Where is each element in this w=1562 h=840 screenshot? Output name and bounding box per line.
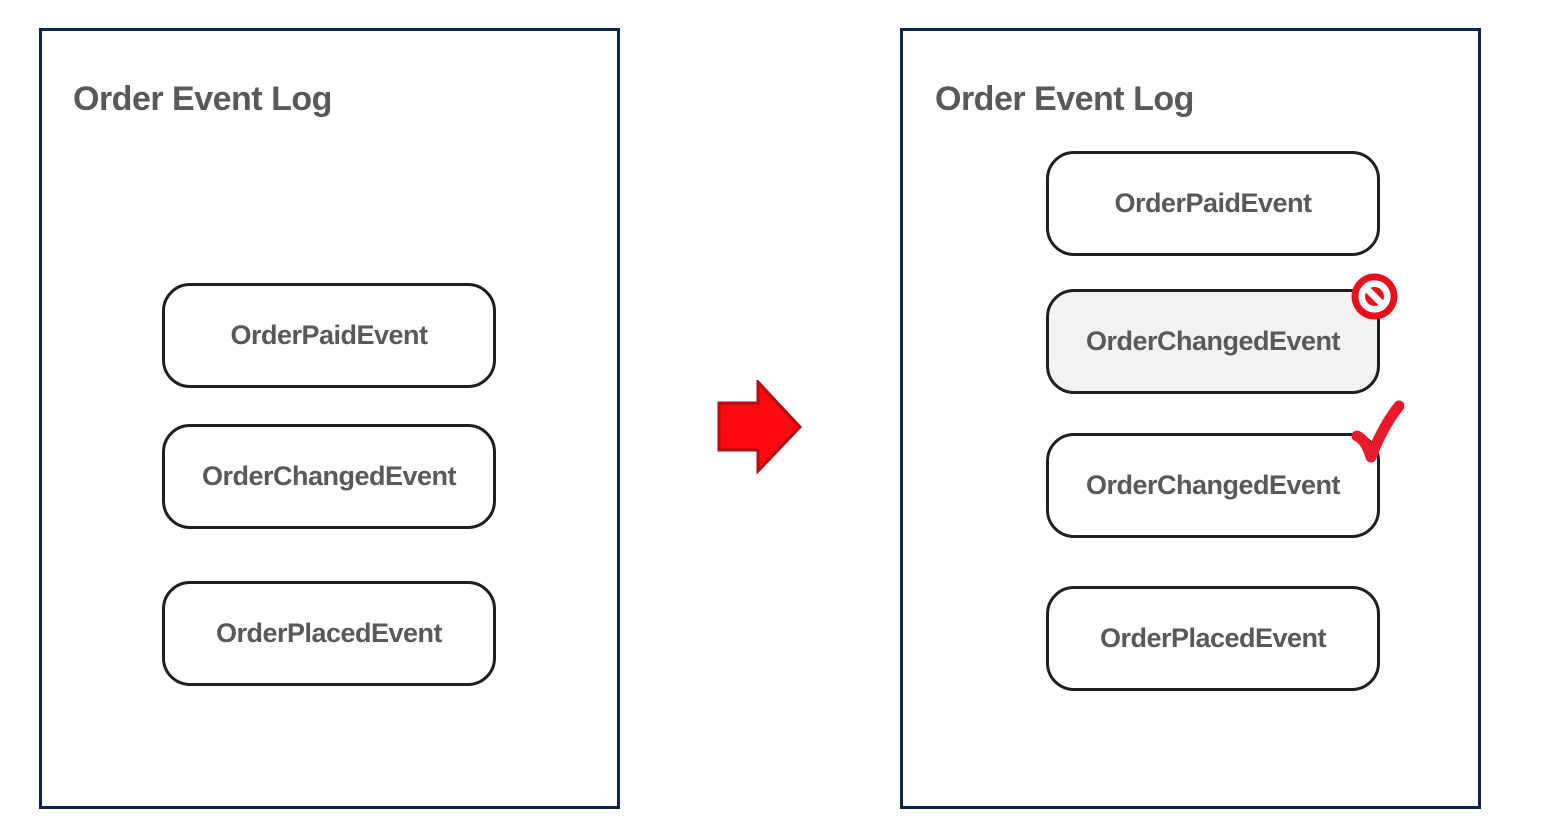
event-label: OrderChangedEvent [1085,470,1341,500]
event-box-order-changed-rejected: OrderChangedEvent [1046,289,1380,394]
panel-title-before: Order Event Log [73,79,332,118]
checkmark-icon [1351,400,1404,463]
event-label: OrderPaidEvent [1114,188,1312,218]
event-box-order-placed-after: OrderPlacedEvent [1046,586,1380,691]
panel-title-after: Order Event Log [935,79,1194,118]
event-box-order-changed-accepted: OrderChangedEvent [1046,433,1380,538]
event-box-order-paid-before: OrderPaidEvent [162,283,496,388]
event-label: OrderChangedEvent [1085,326,1341,356]
event-box-order-paid-after: OrderPaidEvent [1046,151,1380,256]
event-label: OrderPaidEvent [230,320,428,350]
event-label: OrderChangedEvent [201,461,457,491]
event-label: OrderPlacedEvent [215,618,443,648]
event-box-order-placed-before: OrderPlacedEvent [162,581,496,686]
prohibition-icon [1351,273,1398,320]
event-label: OrderPlacedEvent [1099,623,1327,653]
event-log-panel-before [39,28,620,809]
right-block-arrow-icon [717,380,803,474]
event-box-order-changed-before: OrderChangedEvent [162,424,496,529]
